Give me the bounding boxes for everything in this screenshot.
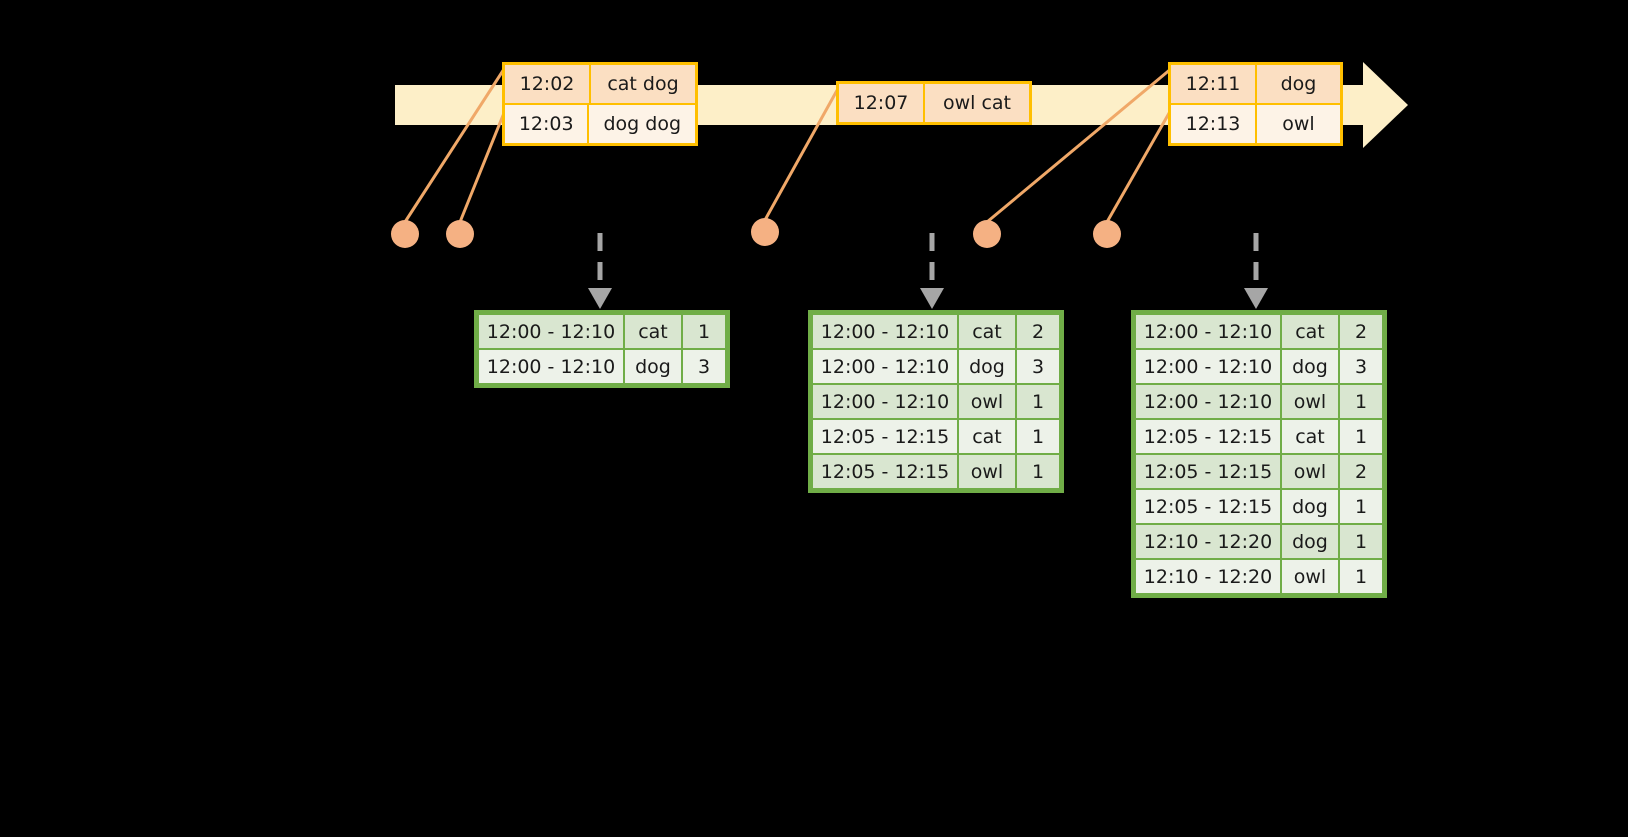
word-cell: owl (1282, 385, 1338, 418)
count-cell: 2 (1340, 315, 1382, 348)
count-cell: 1 (1340, 420, 1382, 453)
dot-12-02 (391, 220, 419, 248)
event-row: 12:03 dog dog (505, 103, 695, 143)
count-cell: 1 (1340, 560, 1382, 593)
event-words: owl (1282, 113, 1315, 135)
word-cell: dog (1282, 525, 1338, 558)
word-cell: owl (959, 455, 1015, 488)
window-range-cell: 12:05 - 12:15 (1136, 490, 1280, 523)
count-cell: 1 (1017, 455, 1059, 488)
window-range-cell: 12:00 - 12:10 (813, 385, 957, 418)
event-words: dog dog (603, 113, 681, 135)
event-box-group-2: 12:07 owl cat (836, 81, 1032, 125)
word-cell: owl (1282, 455, 1338, 488)
event-words: owl cat (942, 92, 1012, 114)
dot-12-11 (973, 220, 1001, 248)
event-box-group-3: 12:11 dog 12:13 owl (1168, 62, 1343, 146)
window-range-cell: 12:10 - 12:20 (1136, 560, 1280, 593)
window-range-cell: 12:00 - 12:10 (813, 350, 957, 383)
word-cell: dog (625, 350, 681, 383)
word-cell: dog (959, 350, 1015, 383)
word-cell: owl (1282, 560, 1338, 593)
event-words: cat dog (607, 73, 679, 95)
word-cell: cat (959, 420, 1015, 453)
event-row: 12:11 dog (1171, 65, 1340, 103)
window-range-cell: 12:00 - 12:10 (479, 315, 623, 348)
count-cell: 3 (1340, 350, 1382, 383)
window-range-cell: 12:05 - 12:15 (1136, 455, 1280, 488)
event-time: 12:07 (839, 84, 925, 122)
window-range-cell: 12:00 - 12:10 (813, 315, 957, 348)
window-range-cell: 12:05 - 12:15 (813, 420, 957, 453)
window-range-cell: 12:00 - 12:10 (1136, 350, 1280, 383)
count-cell: 2 (1017, 315, 1059, 348)
event-box-group-1: 12:02 cat dog 12:03 dog dog (502, 62, 698, 146)
dot-12-13 (1093, 220, 1121, 248)
event-time: 12:11 (1171, 65, 1257, 103)
count-cell: 3 (683, 350, 725, 383)
dot-12-03 (446, 220, 474, 248)
word-cell: cat (1282, 315, 1338, 348)
count-cell: 1 (683, 315, 725, 348)
count-cell: 1 (1340, 490, 1382, 523)
event-row: 12:02 cat dog (505, 65, 695, 103)
word-cell: owl (959, 385, 1015, 418)
event-time: 12:02 (505, 65, 591, 103)
word-cell: cat (625, 315, 681, 348)
count-cell: 1 (1017, 385, 1059, 418)
count-cell: 3 (1017, 350, 1059, 383)
window-range-cell: 12:05 - 12:15 (1136, 420, 1280, 453)
count-cell: 2 (1340, 455, 1382, 488)
word-cell: cat (959, 315, 1015, 348)
word-cell: cat (1282, 420, 1338, 453)
count-cell: 1 (1017, 420, 1059, 453)
event-row: 12:07 owl cat (839, 84, 1029, 122)
count-cell: 1 (1340, 385, 1382, 418)
count-cell: 1 (1340, 525, 1382, 558)
window-range-cell: 12:05 - 12:15 (813, 455, 957, 488)
word-cell: dog (1282, 490, 1338, 523)
event-words: dog (1280, 73, 1317, 95)
word-cell: dog (1282, 350, 1338, 383)
window-range-cell: 12:10 - 12:20 (1136, 525, 1280, 558)
event-time: 12:13 (1171, 105, 1257, 143)
window-range-cell: 12:00 - 12:10 (1136, 315, 1280, 348)
window-range-cell: 12:00 - 12:10 (1136, 385, 1280, 418)
timeline-arrow-icon (1363, 62, 1408, 148)
dot-12-07 (751, 218, 779, 246)
event-row: 12:13 owl (1171, 103, 1340, 143)
window-range-cell: 12:00 - 12:10 (479, 350, 623, 383)
event-time: 12:03 (505, 105, 590, 143)
